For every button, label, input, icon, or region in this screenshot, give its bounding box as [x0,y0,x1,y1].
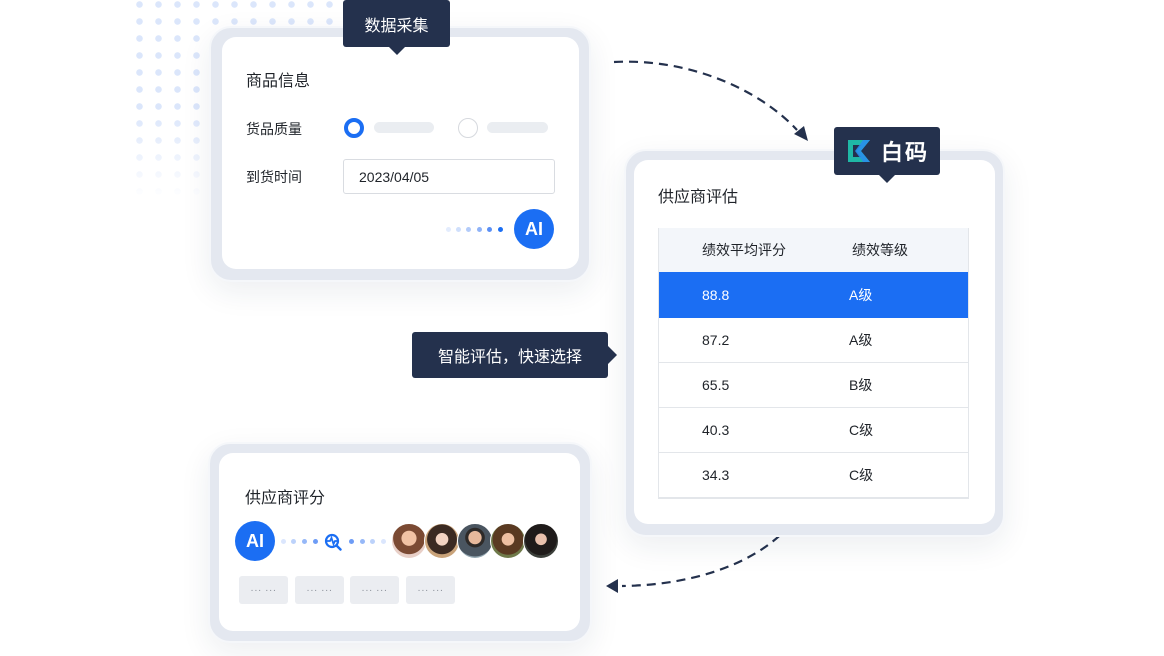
column-header-grade[interactable]: 绩效等级 [849,228,968,272]
flow-dot [349,539,354,544]
arrival-label: 到货时间 [246,169,302,185]
data-collection-tooltip: 数据采集 [343,0,450,55]
card-title: 供应商评分 [245,490,326,507]
flow-dot [370,539,375,544]
supplier-avatar[interactable] [490,523,526,559]
baima-logo-icon [848,140,870,162]
flow-dot [302,539,307,544]
flow-dot [281,539,286,544]
brand-tooltip: 白码 [834,127,940,183]
arrow-head-icon [606,579,618,593]
supplier-avatar[interactable] [457,523,493,559]
result-chip: ··· ··· [239,576,288,604]
product-info-card: 商品信息 货品质量 到货时间 2023/04/05 AI [222,37,579,269]
result-chip: ··· ··· [350,576,399,604]
supplier-evaluation-card: 供应商评估 绩效平均评分 绩效等级 88.8 A级 87.2 A级 65.5 [634,160,995,524]
score-cell: 40.3 [659,406,849,453]
option-2-placeholder [487,122,548,133]
card-title: 商品信息 [246,73,311,90]
quality-radio-option-1[interactable] [344,118,364,138]
column-header-score[interactable]: 绩效平均评分 [659,228,849,272]
analysis-search-icon [324,533,342,551]
progress-dot [487,227,492,232]
supplier-avatar[interactable] [391,523,427,559]
score-cell: 65.5 [659,361,849,408]
table-row[interactable]: 34.3 C级 [659,451,968,498]
table-row[interactable]: 40.3 C级 [659,406,968,453]
arrow-head-icon [794,126,808,141]
callout-tail [608,346,617,364]
result-chip: ··· ··· [406,576,455,604]
progress-dot [466,227,471,232]
tooltip-tail [388,47,405,55]
score-table-container: 绩效平均评分 绩效等级 88.8 A级 87.2 A级 65.5 B级 [658,228,969,499]
grade-cell: C级 [849,406,968,453]
flow-dot [291,539,296,544]
option-1-placeholder [374,122,434,133]
progress-dot [446,227,451,232]
supplier-scoring-card: 供应商评分 AI ··· ··· ··· ··· ··· ··· ··· ··· [219,453,580,631]
table-header-row: 绩效平均评分 绩效等级 [659,228,968,272]
arrival-date-input[interactable]: 2023/04/05 [343,159,555,194]
grade-cell: A级 [849,316,968,363]
grade-cell: A级 [849,271,968,318]
smart-evaluation-callout: 智能评估，快速选择 [412,332,617,378]
score-cell: 34.3 [659,451,849,498]
result-chip: ··· ··· [295,576,344,604]
ai-badge[interactable]: AI [235,521,275,561]
table-row[interactable]: 65.5 B级 [659,361,968,408]
ai-badge[interactable]: AI [514,209,554,249]
grade-cell: B级 [849,361,968,408]
flow-dot [381,539,386,544]
score-cell: 87.2 [659,316,849,363]
flow-dot [360,539,365,544]
table-row[interactable]: 87.2 A级 [659,316,968,363]
tooltip-text: 数据采集 [364,17,429,35]
score-table: 绩效平均评分 绩效等级 88.8 A级 87.2 A级 65.5 B级 [659,228,968,498]
progress-dot [456,227,461,232]
supplier-avatar[interactable] [523,523,559,559]
tooltip-tail [879,175,895,183]
brand-name: 白码 [881,140,930,165]
quality-radio-option-2[interactable] [458,118,478,138]
table-row-selected[interactable]: 88.8 A级 [659,271,968,318]
progress-dot [498,227,503,232]
card-title: 供应商评估 [658,189,739,206]
callout-text: 智能评估，快速选择 [437,349,582,366]
score-cell: 88.8 [659,271,849,318]
grade-cell: C级 [849,451,968,498]
quality-label: 货品质量 [246,121,302,137]
flow-dot [313,539,318,544]
progress-dot [477,227,482,232]
supplier-avatar[interactable] [424,523,460,559]
